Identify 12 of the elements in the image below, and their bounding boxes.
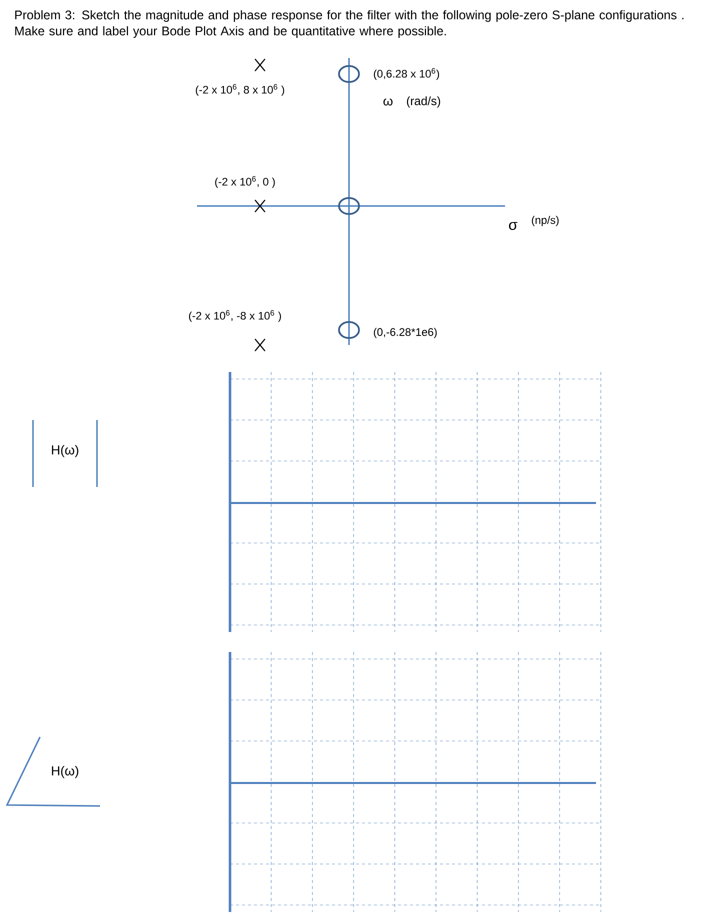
axis-label: σ — [509, 222, 518, 230]
pole-label: (-2 x 10$^{6}$, 8 x 10$^{6}$ ) — [196, 84, 284, 96]
unit-label: (np/s) — [532, 216, 559, 226]
zero-label: (0,6.28 x 10$^{6}$) — [374, 68, 440, 80]
problem-text: Problem 3: Sketch the magnitude and phase response for the filter with the following pole-zero S-plane configurations . Make sure and label your Bode Plot Axis and be quantitative where possible. — [15, 10, 684, 38]
unit-label: (rad/s) — [406, 96, 440, 108]
phase-label: H(ω) — [52, 766, 78, 778]
pole-label: (-2 x 10$^{6}$, -8 x 10$^{6}$ ) — [189, 310, 281, 322]
pole-label: (-2 x 10$^{6}$, 0 ) — [215, 176, 275, 188]
zero-label: (0,-6.28*1e6) — [374, 328, 437, 338]
magnitude-label: H(ω) — [52, 444, 78, 458]
axis-label: ω — [383, 98, 393, 106]
